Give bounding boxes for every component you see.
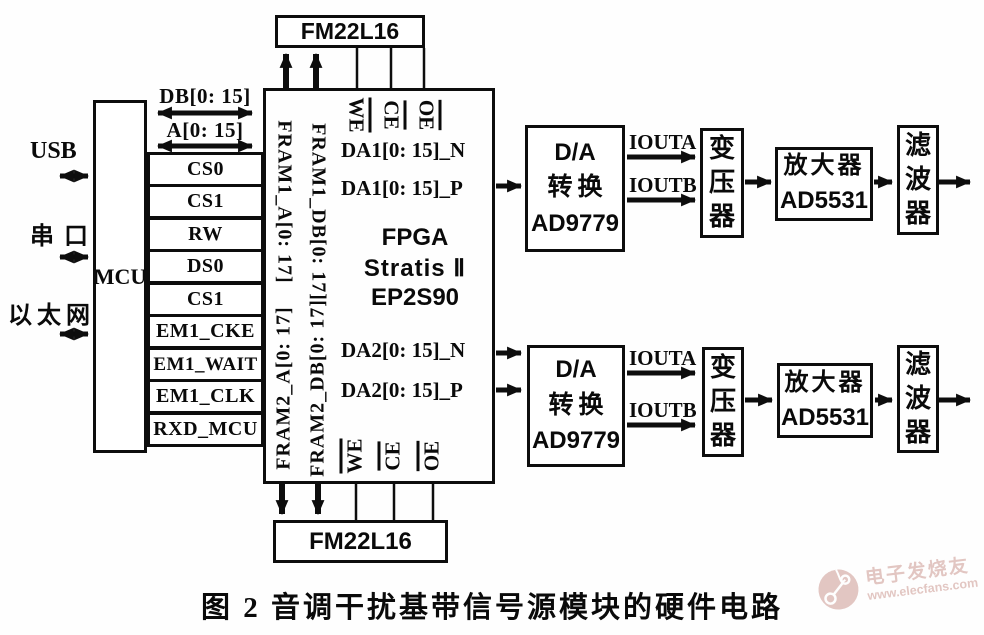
fpga-fram1-a-label: FRAM1_A[0: 17] [273, 120, 296, 284]
amp1-line1: 放大器 [783, 153, 865, 180]
fpga-da1-p-label: DA1[0: 15]_P [341, 176, 463, 200]
mcu-block: MCU [93, 100, 147, 453]
amp2-block: 放大器 AD5531 [777, 363, 873, 438]
iouta2-label: IOUTA [629, 346, 697, 370]
ctrl-lines-top [355, 48, 426, 88]
filter2-label: 滤波器 [904, 350, 931, 447]
filter1-label: 滤波器 [904, 131, 931, 228]
bus-rxd-mcu: RXD_MCU [147, 412, 264, 447]
fpga-fram1-db-label: FRAM1_DB[0: 17] [307, 123, 330, 301]
amp2-line1: 放大器 [784, 369, 866, 396]
bus-addr-label: A[0: 15] [166, 118, 244, 142]
bus-cs1b: CS1 [147, 282, 264, 317]
fpga-we-top-label: WE [344, 97, 369, 133]
fram-bottom-block: FM22L16 [273, 520, 448, 563]
transformer1-block: 变压器 [700, 128, 744, 238]
watermark: 电子发烧友 www.elecfans.com [814, 550, 984, 614]
figure-caption: 图 2 音调干扰基带信号源模块的硬件电路 [200, 592, 783, 624]
ctrl-lines-bottom [354, 484, 435, 522]
transformer1-label: 变压器 [708, 134, 735, 231]
bus-ds0: DS0 [147, 249, 264, 284]
dac2-line3: AD9779 [531, 427, 621, 455]
amp2-line2: AD5531 [780, 403, 870, 431]
ioutb2-label: IOUTB [629, 398, 697, 422]
transformer2-label: 变压器 [709, 353, 736, 450]
usb-port-label: USB [30, 138, 77, 164]
fpga-ce-bottom-label: CE [380, 441, 405, 471]
fpga-we-bottom-label: WE [342, 438, 367, 474]
dac1-line2: 转换 [547, 174, 608, 202]
transformer2-block: 变压器 [702, 347, 744, 457]
dac1-block: D/A 转换 AD9779 [525, 125, 625, 252]
fpga-fram2-a-label: FRAM2_A[0: 17] [272, 306, 295, 470]
fpga-title-line2: Stratis Ⅱ [363, 255, 467, 282]
fpga-da2-p-label: DA2[0: 15]_P [341, 378, 463, 402]
dac1-line3: AD9779 [530, 209, 620, 237]
dac1-line1: D/A [554, 138, 596, 166]
elecfans-logo-icon [818, 569, 859, 610]
dac2-line2: 转换 [548, 391, 609, 419]
fram-top-label: FM22L16 [300, 18, 400, 44]
bus-em1-clk: EM1_CLK [147, 379, 264, 414]
ioutb1-label: IOUTB [629, 173, 697, 197]
dac2-line1: D/A [555, 356, 597, 384]
fpga-oe-bottom-label: OE [419, 440, 444, 472]
amp1-line2: AD5531 [779, 187, 869, 214]
fpga-title-line1: FPGA [381, 224, 449, 251]
serial-port-label: 串口 [30, 224, 98, 250]
bus-rw: RW [147, 217, 264, 252]
dac2-block: D/A 转换 AD9779 [527, 345, 625, 467]
iouta1-label: IOUTA [629, 130, 697, 154]
bus-em1-cke: EM1_CKE [147, 314, 264, 349]
bus-cs0: CS0 [147, 152, 264, 187]
bus-cs1: CS1 [147, 184, 264, 219]
fram-bottom-label: FM22L16 [309, 527, 412, 555]
filter2-block: 滤波器 [897, 345, 939, 453]
amp1-block: 放大器 AD5531 [775, 147, 873, 221]
fram-top-block: FM22L16 [275, 15, 425, 48]
filter1-block: 滤波器 [897, 125, 939, 235]
fpga-block [263, 88, 495, 484]
fpga-ce-top-label: CE [379, 100, 404, 130]
bus-em1-wait: EM1_WAIT [147, 347, 264, 382]
fpga-da1-n-label: DA1[0: 15]_N [341, 138, 466, 162]
bus-db-label: DB[0: 15] [159, 84, 251, 108]
fpga-oe-top-label: OE [414, 99, 439, 131]
fpga-title-line3: EP2S90 [370, 284, 460, 311]
fpga-da2-n-label: DA2[0: 15]_N [341, 338, 466, 362]
fpga-fram2-db-label: FRAM2_DB[0: 17] [306, 299, 329, 477]
ethernet-port-label: 以太网 [8, 303, 95, 329]
mcu-label: MCU [93, 263, 147, 289]
